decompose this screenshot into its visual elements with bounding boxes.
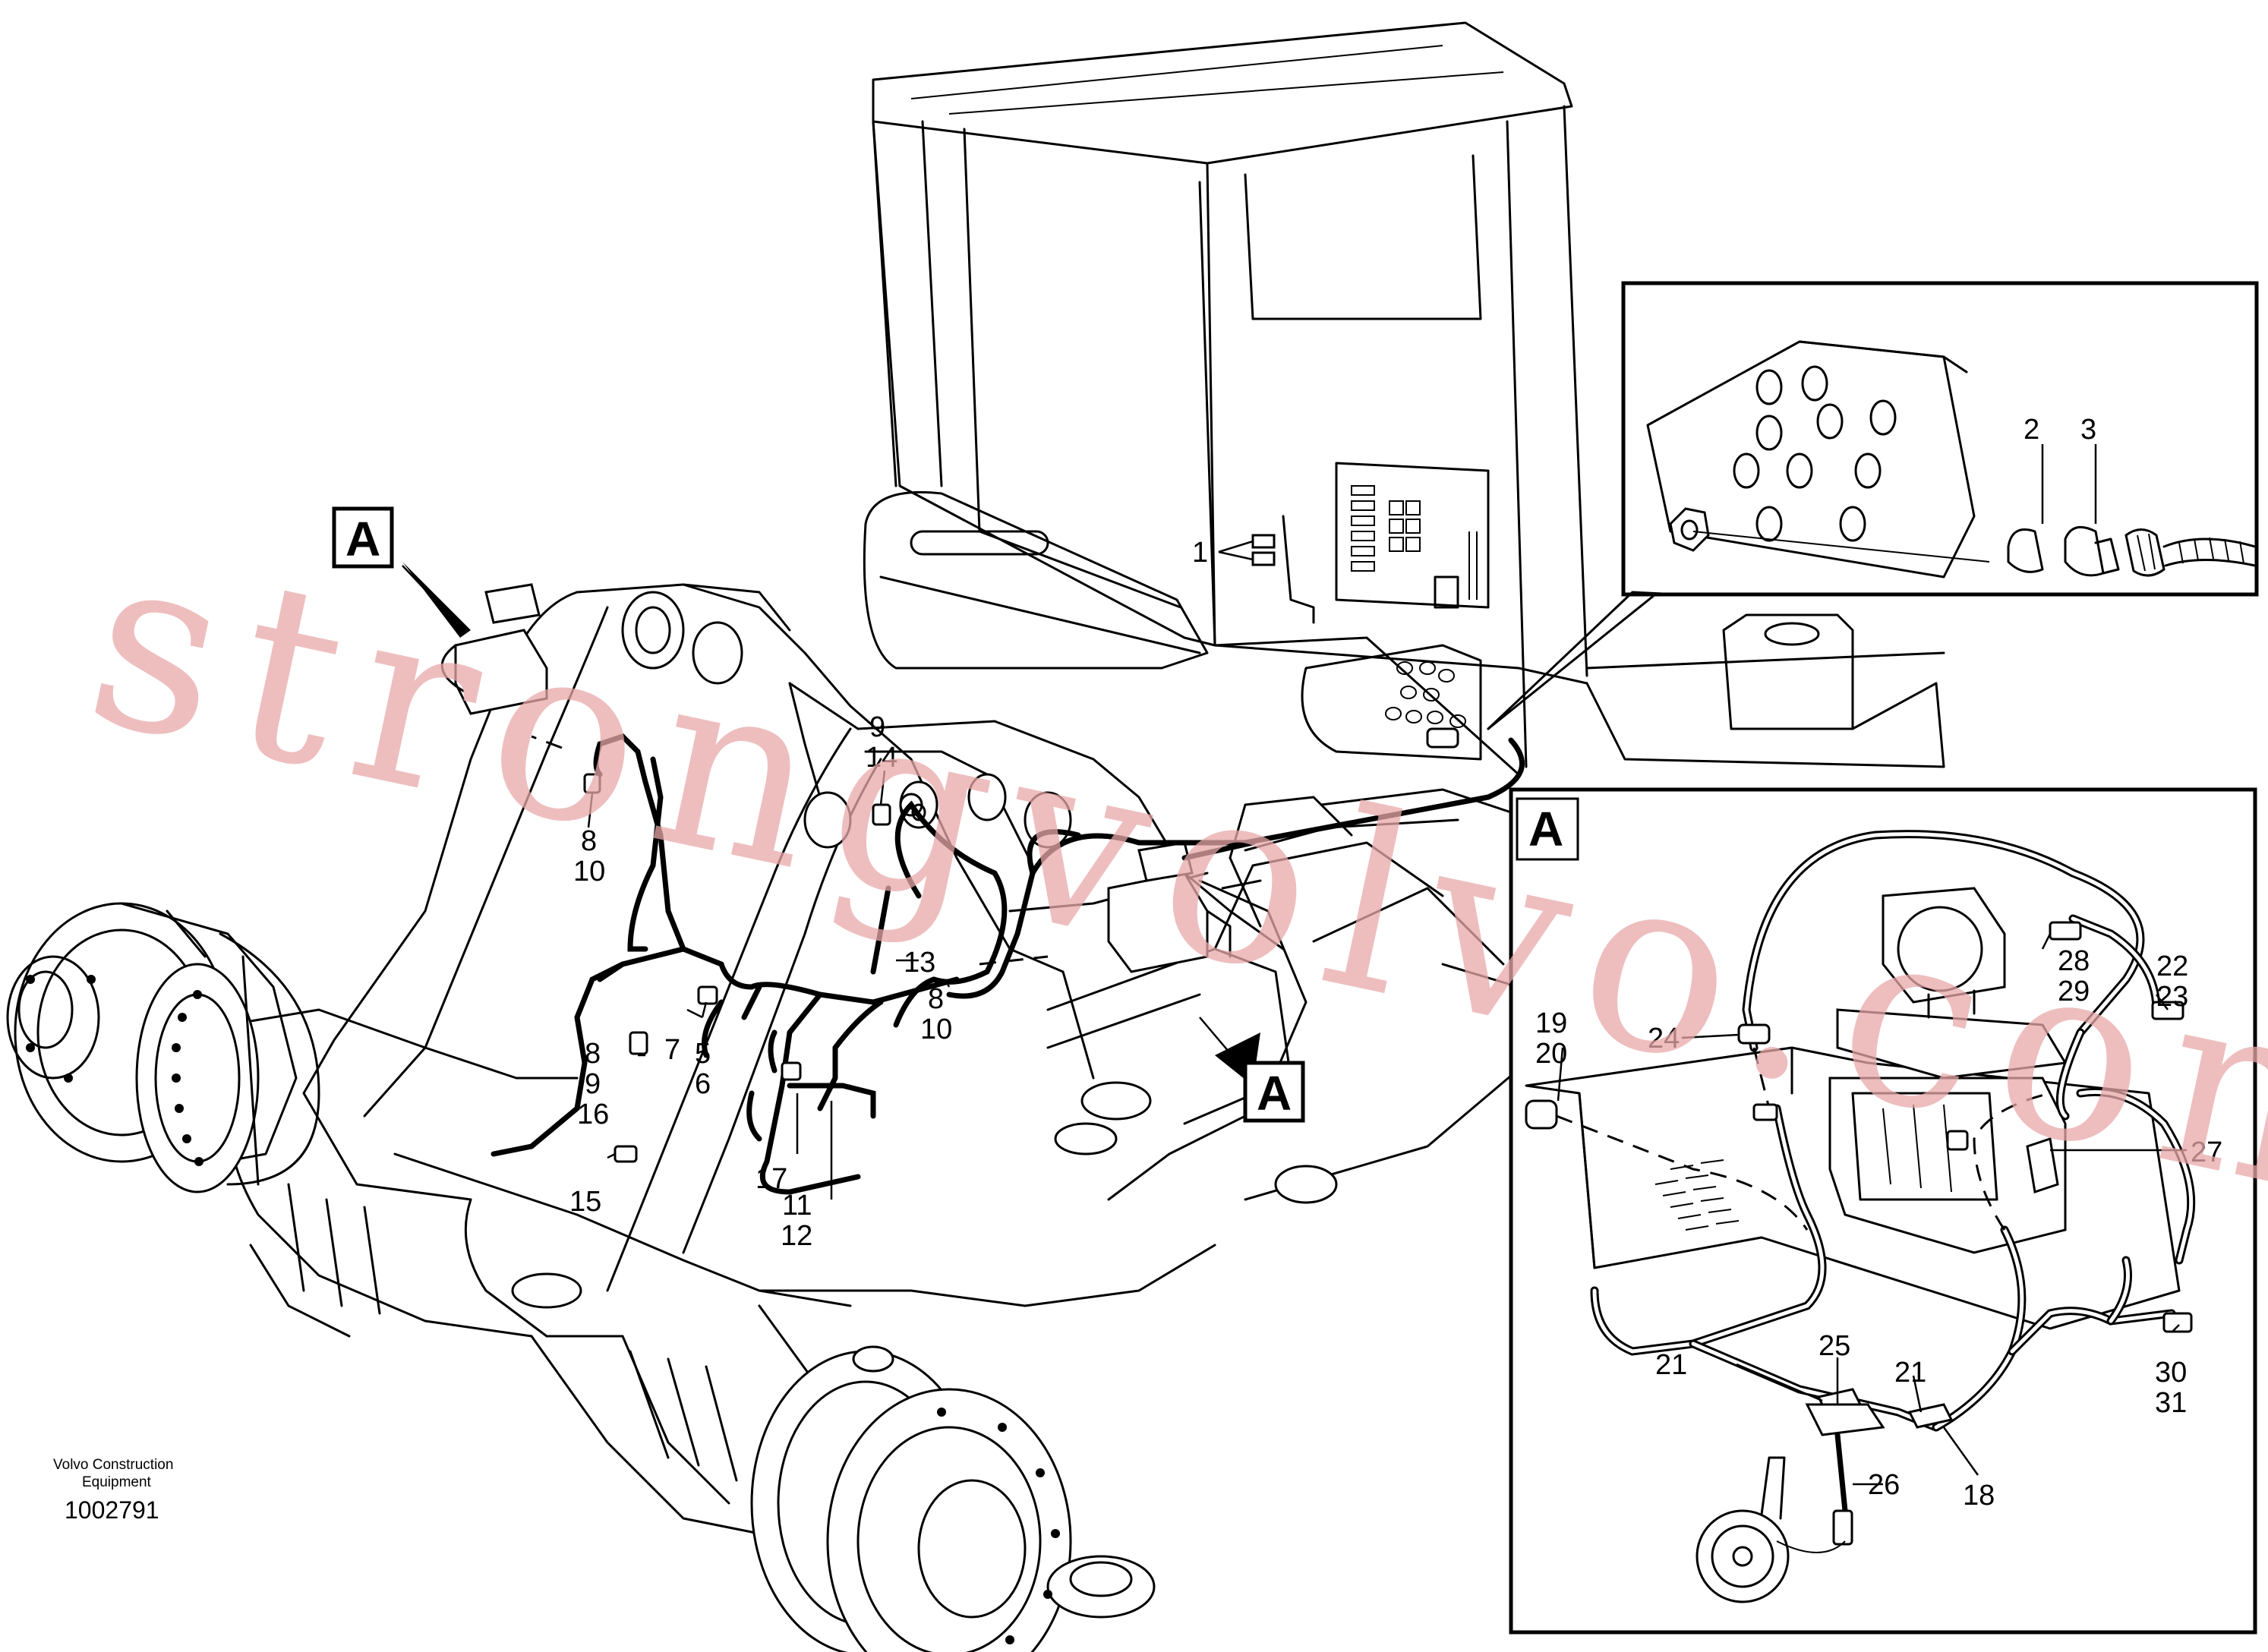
callout-11: 11 [782, 1190, 812, 1222]
callout-19: 19 [1535, 1007, 1567, 1039]
callout-8a: 8 [581, 825, 597, 857]
caption-company: Volvo Construction [53, 1457, 173, 1473]
callout-2: 2 [2024, 414, 2039, 446]
fuse-panel [1251, 462, 1490, 624]
view-markers: A A A [345, 512, 1563, 1121]
callout-1: 1 [1192, 537, 1208, 569]
callout-16: 16 [577, 1099, 609, 1130]
callout-21a: 21 [1655, 1349, 1687, 1381]
axle [226, 1008, 1216, 1535]
detail-a-inset [1509, 787, 2257, 1635]
detail-bulkhead-inset [1487, 281, 2259, 730]
cab [863, 21, 1945, 776]
callout-6: 6 [695, 1068, 711, 1100]
callout-25: 25 [1819, 1330, 1850, 1362]
work-light-left [440, 583, 548, 715]
callout-23: 23 [2156, 981, 2188, 1013]
callout-30: 30 [2155, 1357, 2187, 1389]
watermark: strongvolvo.com [68, 497, 2268, 1266]
detail-a-title: A [1528, 802, 1563, 856]
callout-5: 5 [695, 1038, 711, 1070]
document-number: 1002791 [65, 1496, 159, 1524]
callout-8c: 8 [928, 983, 944, 1015]
grille [1654, 1159, 1740, 1231]
view-marker-a-left: A [345, 512, 380, 566]
horn [1695, 1456, 1846, 1603]
callout-labels: 1 2 3 9 14 8 10 5 6 7 8 9 16 13 8 10 15 … [569, 414, 2222, 1512]
callout-24: 24 [1648, 1023, 1680, 1055]
callout-10c: 10 [920, 1014, 952, 1045]
callout-21b: 21 [1894, 1357, 1926, 1389]
main-harness [491, 733, 1525, 1195]
callout-17: 17 [755, 1163, 787, 1195]
callout-9a: 9 [869, 711, 885, 743]
leader-lines [587, 540, 2187, 1486]
callout-13: 13 [904, 947, 935, 979]
callout-31: 31 [2155, 1387, 2187, 1419]
caption-equipment: Equipment [82, 1474, 152, 1490]
callout-20: 20 [1535, 1038, 1567, 1070]
view-marker-pointers [332, 506, 1305, 1123]
callout-10a: 10 [573, 856, 605, 887]
callout-12: 12 [781, 1220, 812, 1252]
callout-8b: 8 [585, 1038, 601, 1070]
callout-26: 26 [1868, 1469, 1900, 1501]
drawing-caption: Volvo Construction Equipment 1002791 [53, 1457, 173, 1524]
right-hub [750, 1345, 1156, 1652]
left-hub [6, 902, 320, 1193]
callout-29: 29 [2058, 976, 2090, 1007]
callout-27: 27 [2191, 1137, 2222, 1168]
callout-22: 22 [2156, 951, 2188, 982]
callout-9b: 9 [585, 1068, 601, 1100]
callout-7: 7 [664, 1034, 680, 1066]
callout-18: 18 [1963, 1480, 1995, 1512]
callout-28: 28 [2058, 945, 2090, 977]
callout-3: 3 [2080, 414, 2096, 446]
callout-15: 15 [569, 1186, 601, 1218]
view-marker-a-right: A [1257, 1066, 1292, 1121]
callout-14: 14 [866, 742, 897, 774]
bulkhead-plate [1301, 644, 1482, 761]
